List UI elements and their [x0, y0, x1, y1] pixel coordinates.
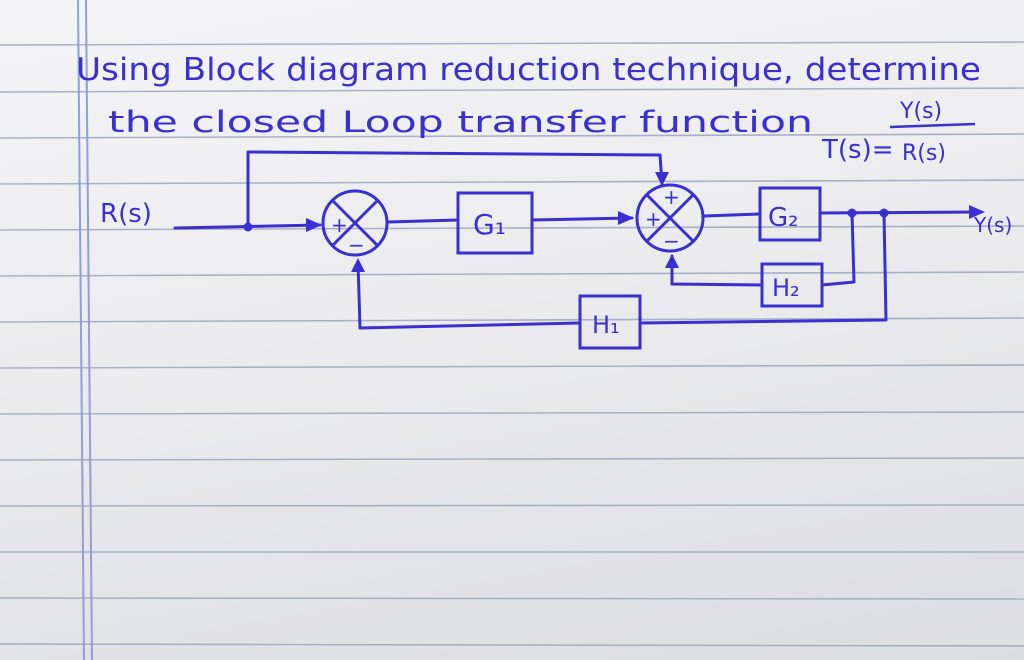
block-h2 [760, 262, 824, 308]
transfer-function-numerator: Y(s) [899, 99, 942, 124]
input-label: R(s) [100, 199, 152, 229]
blocks [456, 186, 824, 350]
question-line-2: the closed Loop transfer function [108, 105, 813, 139]
junction-dots [243, 208, 889, 232]
output-label: Y(s) [973, 213, 1012, 237]
sum1-minus-sign: − [348, 233, 365, 257]
arrow-output [969, 205, 985, 219]
arrowheads [306, 172, 985, 272]
block-h2-label: H₂ [772, 274, 800, 302]
summing-junction-1 [321, 189, 389, 257]
block-g2 [758, 186, 822, 242]
summing-junction-2 [635, 183, 705, 253]
arrow-into-sum2-top [655, 172, 669, 186]
arrow-into-sum1-bottom [351, 258, 365, 272]
sum2-minus-sign: − [663, 229, 680, 253]
block-h1 [578, 294, 642, 350]
h1-loop-wire [638, 211, 888, 325]
arrow-into-sum2-bottom [665, 254, 679, 268]
sum1-to-g1-wire [386, 218, 460, 224]
junction-dot [879, 208, 889, 218]
signal-wires [173, 150, 980, 330]
block-g2-label: G₂ [768, 203, 799, 233]
sum2-top-plus-sign: + [663, 185, 680, 209]
ruled-lines [0, 41, 1024, 647]
h2-loop-wire [820, 211, 856, 287]
sum2-to-g2-wire [702, 212, 762, 218]
junction-dot [847, 208, 857, 218]
sum2-left-plus-sign: + [645, 207, 662, 231]
arrow-into-sum2 [618, 211, 634, 225]
block-g1-label: G₁ [473, 208, 506, 241]
transfer-function-denominator: R(s) [902, 141, 946, 166]
h2-to-sum2-wire [670, 254, 764, 287]
transfer-function-lhs: T(s)= [821, 135, 894, 165]
arrow-into-sum1 [306, 218, 322, 232]
block-g1 [456, 191, 534, 255]
junction-dot [243, 222, 253, 232]
g1-to-sum2-wire [530, 216, 634, 222]
feedforward-wire [246, 150, 664, 229]
output-wire [818, 210, 980, 215]
h1-to-sum1-wire [356, 260, 582, 330]
block-h1-label: H₁ [592, 311, 620, 339]
margin-lines [77, 0, 93, 660]
sum1-plus-sign: + [331, 213, 348, 237]
fraction-bar [889, 122, 976, 129]
question-line-1: Using Block diagram reduction technique,… [76, 52, 981, 88]
